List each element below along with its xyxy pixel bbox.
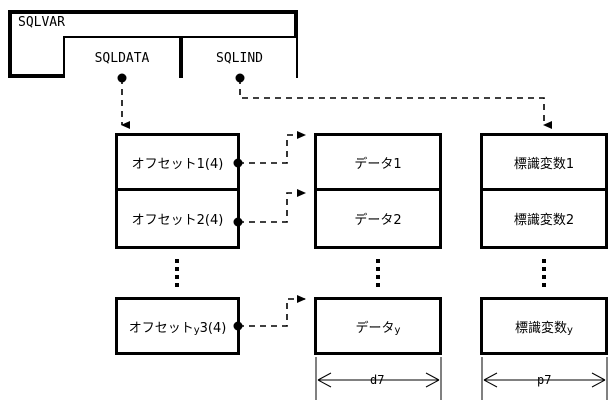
indicator-row-3-label: 標識変数y xyxy=(515,320,573,336)
data-row-1: データ1 xyxy=(314,133,442,191)
data-row-2: データ2 xyxy=(314,191,442,249)
offset-row-1-label: オフセット1(4) xyxy=(131,156,224,172)
wire-sqlind-to-indicators xyxy=(239,78,552,129)
indicator-dim-arrowhead-right xyxy=(591,372,606,388)
sqlind-field: SQLIND xyxy=(181,36,298,78)
indicator-row-1-label: 標識変数1 xyxy=(513,156,575,172)
offset-row-3: オフセットy3(4) xyxy=(115,297,240,355)
data-width-label: d7 xyxy=(366,373,389,387)
indicator-column-ellipsis xyxy=(542,259,546,287)
sqldata-label: SQLDATA xyxy=(94,50,150,66)
wire-offset-y-to-data-y xyxy=(238,295,306,327)
indicator-row-3: 標識変数y xyxy=(480,297,608,355)
data-row-3: データy xyxy=(314,297,442,355)
offset-row-3-label: オフセットy3(4) xyxy=(128,320,227,336)
wire-offset-1-to-data-1 xyxy=(238,131,306,164)
data-dim-arrowhead-left xyxy=(317,372,332,388)
sqldata-field: SQLDATA xyxy=(63,36,181,78)
indicator-row-2: 標識変数2 xyxy=(480,191,608,249)
indicator-row-2-label: 標識変数2 xyxy=(513,213,575,228)
offset-row-2-label: オフセット2(4) xyxy=(131,213,224,228)
wire-offset-2-to-data-2 xyxy=(238,189,306,223)
data-column-ellipsis xyxy=(376,259,380,287)
data-row-2-label: データ2 xyxy=(354,213,402,228)
data-row-3-label: データy xyxy=(355,320,401,336)
indicator-width-label: p7 xyxy=(533,373,556,387)
offset-column-ellipsis xyxy=(175,259,179,287)
sqlvar-title: SQLVAR xyxy=(18,15,65,30)
data-dim-arrowhead-right xyxy=(425,372,440,388)
sqlind-label: SQLIND xyxy=(216,50,263,66)
indicator-dim-arrowhead-left xyxy=(483,372,498,388)
offset-row-2: オフセット2(4) xyxy=(115,191,240,249)
offset-row-1: オフセット1(4) xyxy=(115,133,240,191)
data-row-1-label: データ1 xyxy=(354,156,402,172)
indicator-row-1: 標識変数1 xyxy=(480,133,608,191)
